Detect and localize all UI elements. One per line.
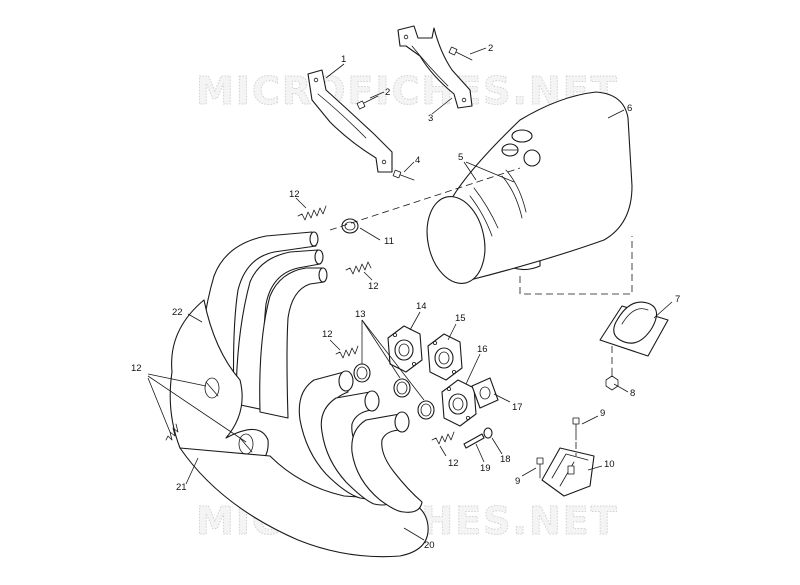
assembly-line-muffler-inlet	[329, 167, 521, 231]
callout-15: 15	[455, 313, 466, 324]
stud-8	[605, 367, 619, 391]
bolt-19	[463, 433, 485, 449]
expansion-chamber-21	[169, 299, 429, 558]
bolt-9-upper	[572, 417, 580, 441]
spring-12-left	[165, 423, 179, 441]
callout-17: 17	[512, 402, 523, 413]
callout-11: 11	[384, 236, 394, 247]
callout-9-lower: 9	[515, 476, 520, 487]
y-pipe-20	[298, 370, 423, 513]
callout-12-left: 12	[131, 363, 142, 374]
leader-lines	[147, 47, 673, 541]
callout-8: 8	[630, 388, 635, 399]
callout-6: 6	[627, 103, 632, 114]
spring-12-left-mid	[335, 345, 359, 359]
callout-3: 3	[428, 113, 433, 124]
callout-2-lower: 2	[385, 87, 390, 98]
spring-12-mid	[345, 261, 372, 275]
seal-ring-11	[341, 218, 359, 234]
bolt-4	[392, 169, 415, 181]
callout-22: 22	[172, 307, 183, 318]
callout-2-upper: 2	[488, 43, 493, 54]
callout-16: 16	[477, 344, 488, 355]
bolt-2-upper	[448, 46, 473, 61]
callout-14: 14	[416, 301, 427, 312]
bracket-10	[541, 447, 595, 497]
head-pipe-22	[179, 231, 328, 419]
gasket-17	[471, 377, 499, 409]
bracket-3	[397, 25, 473, 109]
callout-4: 4	[415, 155, 420, 166]
watermark-top: MICROFICHES.NET	[196, 69, 619, 113]
callout-18: 18	[500, 454, 511, 465]
seal-rings-13	[353, 363, 435, 420]
flange-16	[441, 379, 477, 427]
bolt-9-lower	[536, 457, 544, 479]
muffler-6	[426, 91, 633, 284]
callout-10: 10	[604, 459, 615, 470]
callout-7: 7	[675, 294, 680, 305]
callout-12-mid: 12	[368, 281, 379, 292]
washer-18	[483, 427, 493, 439]
spring-12-top	[297, 205, 327, 221]
callout-21: 21	[176, 482, 187, 493]
callout-12-bottom: 12	[448, 458, 459, 469]
callout-12-top: 12	[289, 189, 300, 200]
assembly-line-mount	[519, 236, 633, 295]
callout-13: 13	[355, 309, 366, 320]
bracket-1	[307, 69, 393, 173]
callout-12-left-mid: 12	[322, 329, 333, 340]
callout-9-upper: 9	[600, 408, 605, 419]
callout-1: 1	[341, 54, 346, 65]
flange-15	[427, 333, 463, 381]
callout-5: 5	[458, 152, 463, 163]
callout-20: 20	[424, 540, 435, 551]
spring-12-bottom	[431, 431, 455, 445]
bolt-2-lower	[356, 95, 379, 110]
callout-19: 19	[480, 463, 491, 474]
muffler-mount-7	[599, 301, 669, 357]
flange-14	[387, 325, 423, 373]
